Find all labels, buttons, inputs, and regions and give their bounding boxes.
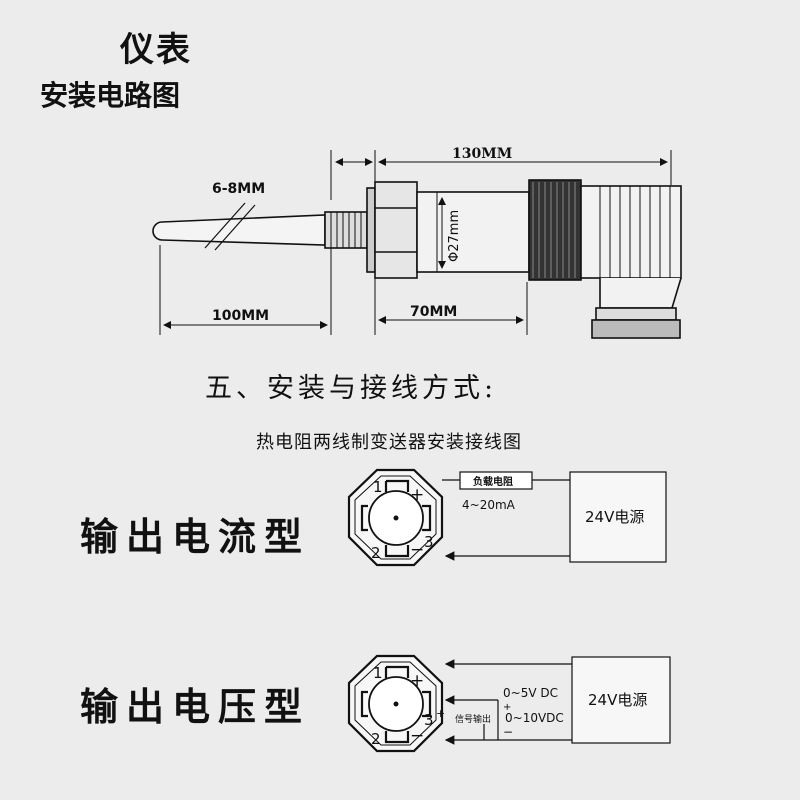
hex-nut bbox=[374, 181, 418, 279]
voltage-range-5v: 0~5V DC bbox=[503, 686, 558, 700]
voltage-power-label: 24V电源 bbox=[588, 691, 647, 709]
current-range: 4~20mA bbox=[462, 498, 516, 512]
current-output-wiring bbox=[347, 468, 667, 567]
dim-total-length: 130MM bbox=[452, 146, 512, 162]
title-line-1: 仪表 bbox=[120, 30, 192, 70]
voltage-power-supply-box bbox=[571, 656, 671, 744]
current-pin-1: 1 bbox=[373, 478, 383, 496]
dim-wire-diameter: 6-8MM bbox=[212, 181, 265, 197]
body-cylinder bbox=[416, 191, 530, 273]
voltage-pin-1: 1 bbox=[373, 664, 383, 682]
current-pin-3: 3 bbox=[424, 533, 434, 551]
voltage-pin-3: 3 bbox=[424, 711, 434, 729]
wiring-subtitle: 热电阻两线制变送器安装接线图 bbox=[256, 432, 522, 453]
voltage-minus-sign: − bbox=[503, 725, 513, 739]
section-title: 五、安装与接线方式: bbox=[205, 373, 498, 404]
cable-gland bbox=[591, 319, 681, 339]
voltage-output-wiring bbox=[347, 654, 671, 753]
voltage-pin-minus: − bbox=[410, 726, 424, 746]
dim-body-length: 70MM bbox=[410, 304, 457, 320]
voltage-pin-2: 2 bbox=[371, 730, 381, 748]
current-pin-2: 2 bbox=[371, 544, 381, 562]
title-line-2: 安装电路图 bbox=[40, 79, 181, 112]
current-output-label: 输出电流型 bbox=[80, 514, 311, 559]
current-power-label: 24V电源 bbox=[585, 508, 644, 526]
probe-rod bbox=[152, 214, 326, 246]
power-supply-box bbox=[569, 471, 667, 563]
load-resistor-label: 负载电阻 bbox=[473, 475, 513, 488]
sensor-drawing bbox=[152, 150, 682, 339]
threaded-fitting bbox=[324, 211, 368, 249]
dim-diameter: Φ27mm bbox=[447, 210, 462, 262]
voltage-range-10v: 0~10VDC bbox=[505, 711, 564, 725]
voltage-output-label: 输出电压型 bbox=[80, 684, 311, 729]
knurled-collar bbox=[528, 179, 582, 281]
voltage-pin-3-plus: + bbox=[436, 707, 445, 720]
connector-head bbox=[580, 185, 682, 279]
voltage-plus-sign: + bbox=[503, 702, 511, 713]
voltage-pin-plus: + bbox=[410, 671, 424, 691]
current-pin-minus: − bbox=[410, 540, 424, 560]
dim-probe-length: 100MM bbox=[212, 308, 269, 324]
signal-output-label: 信号输出 bbox=[455, 713, 491, 725]
current-pin-plus: + bbox=[410, 485, 424, 505]
